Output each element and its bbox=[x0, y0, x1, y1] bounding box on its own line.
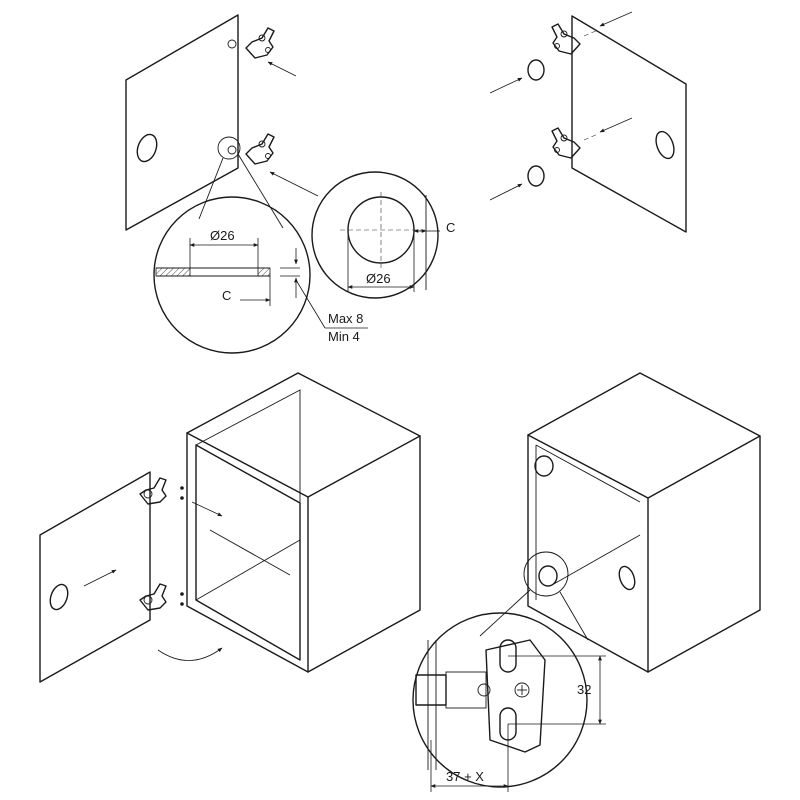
cabinet-closed bbox=[527, 372, 761, 673]
hinge-icon bbox=[551, 23, 581, 55]
arrow-icon bbox=[599, 11, 633, 27]
hinge-icon bbox=[245, 27, 275, 59]
door-top-right bbox=[571, 15, 687, 233]
diameter-label-top: Ø26 bbox=[210, 228, 235, 243]
hinge-icon bbox=[139, 583, 167, 611]
hinge-icon bbox=[551, 127, 581, 159]
detail-marker bbox=[523, 551, 569, 597]
cap-icon bbox=[527, 165, 545, 187]
max-depth-label: Max 8 bbox=[328, 311, 363, 326]
detail-round-bore bbox=[311, 171, 440, 299]
detail-mounting-plate bbox=[412, 612, 588, 788]
arrow-icon bbox=[83, 569, 117, 587]
offset-label: 37 + X bbox=[446, 769, 484, 784]
arrow-icon bbox=[599, 117, 633, 133]
min-depth-label: Min 4 bbox=[328, 329, 360, 344]
diameter-label-round: Ø26 bbox=[366, 271, 391, 286]
cap-icon bbox=[527, 59, 545, 81]
hinge-icon bbox=[245, 133, 275, 165]
door-bottom-left bbox=[39, 471, 151, 683]
height-label: 32 bbox=[577, 682, 591, 697]
arrow-icon bbox=[267, 61, 297, 77]
hinge-icon bbox=[534, 455, 558, 587]
arrow-icon bbox=[489, 183, 523, 201]
screw-markers bbox=[180, 486, 184, 606]
arrow-icon bbox=[191, 501, 223, 517]
arrow-icon bbox=[489, 77, 523, 94]
arrow-icon bbox=[269, 171, 319, 197]
c-label-round: C bbox=[446, 220, 455, 235]
detail-marker bbox=[217, 136, 241, 160]
detail-top-section bbox=[153, 196, 368, 354]
door-top-left bbox=[125, 14, 239, 231]
swing-arrow-icon bbox=[157, 647, 223, 661]
hinge-icon bbox=[139, 477, 167, 505]
cabinet-open bbox=[186, 372, 421, 673]
c-label-top: C bbox=[222, 288, 231, 303]
